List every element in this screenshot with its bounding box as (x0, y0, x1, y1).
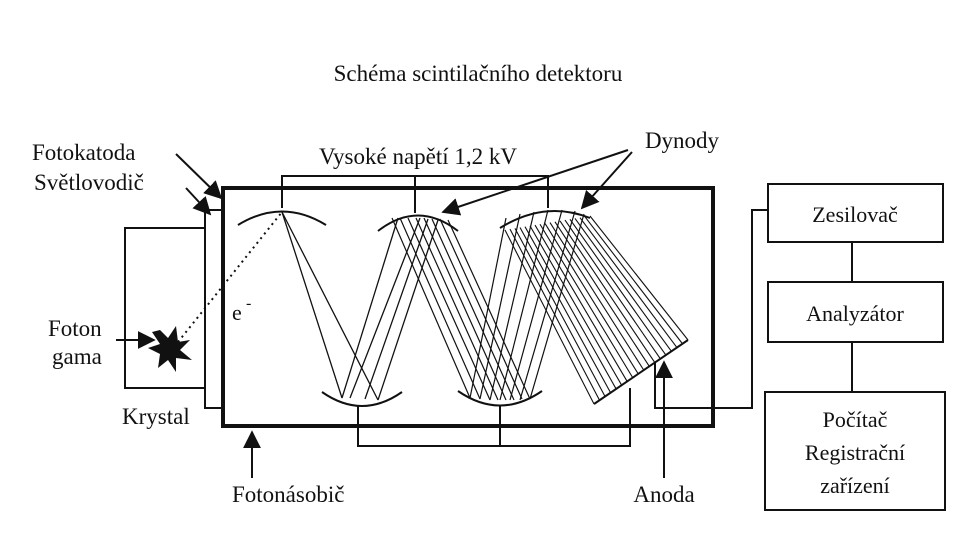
electron-paths-1 (281, 211, 439, 401)
electron-cone-end (593, 339, 689, 405)
electron-cone-line (504, 229, 595, 405)
diagram-title: Schéma scintilačního detektoru (334, 61, 623, 86)
electron-cone-line (549, 222, 645, 371)
registration-label: Registrační (805, 440, 905, 465)
electron-cone-line (579, 217, 678, 348)
crystal-label: Krystal (122, 404, 190, 429)
analyzer-block (767, 281, 944, 343)
electron-cone-line (559, 220, 656, 363)
photomultiplier-label: Fotonásobič (232, 482, 344, 507)
last-dynode (499, 209, 591, 229)
light-guide (204, 209, 224, 409)
photocathode-arrow (175, 153, 223, 200)
light-guide-arrow (185, 187, 212, 216)
electron-cone (504, 215, 689, 405)
amplifier-block (767, 183, 944, 243)
electron-cone-line (574, 218, 672, 352)
dynode-4 (457, 390, 543, 407)
photon-label-line2: gama (52, 344, 102, 369)
amplifier-label: Zesilovač (812, 202, 898, 227)
electron-cone-line (524, 226, 617, 390)
electron-cone-line (584, 216, 683, 345)
dynodes-arrow-1 (441, 149, 629, 216)
electron-cone-line (529, 225, 623, 386)
electron-cone-line (589, 215, 689, 341)
photon-burst-icon (148, 326, 192, 372)
electron-label: e (232, 300, 242, 325)
dynodes-arrow-2 (580, 151, 633, 210)
dynode-3 (321, 391, 403, 407)
anode-label: Anoda (633, 482, 694, 507)
high-voltage-label: Vysoké napětí 1,2 kV (319, 144, 517, 169)
bottom-dynode-bus (357, 388, 631, 447)
electron-cone-line (509, 228, 601, 401)
photon-label-line1: Foton (48, 316, 102, 341)
electron-cone-line (544, 223, 639, 375)
computer-label: Počítač (823, 407, 888, 432)
electron-sup-label: - (246, 295, 251, 312)
dynodes (237, 210, 543, 407)
anode (654, 209, 768, 409)
electron-cone-line (514, 228, 606, 397)
analyzer-label: Analyzátor (806, 301, 904, 326)
electron-cone-line (564, 219, 661, 360)
high-voltage-bus (281, 175, 549, 213)
photomultiplier-tube (221, 186, 715, 428)
dynode-1 (237, 210, 327, 226)
photocathode-label: Fotokatoda (32, 140, 136, 165)
electron-cone-line (539, 223, 634, 378)
electron-trajectory (177, 211, 283, 343)
computer-block (764, 391, 946, 511)
electron-cone-line (534, 224, 628, 382)
crystal-body (124, 227, 206, 389)
device-label: zařízení (820, 473, 890, 498)
electron-cone-line (554, 221, 650, 367)
light-guide-label: Světlovodič (34, 170, 144, 195)
dynodes-label: Dynody (645, 128, 720, 153)
electron-cone-line (519, 227, 612, 393)
electron-cone-line (569, 218, 667, 356)
